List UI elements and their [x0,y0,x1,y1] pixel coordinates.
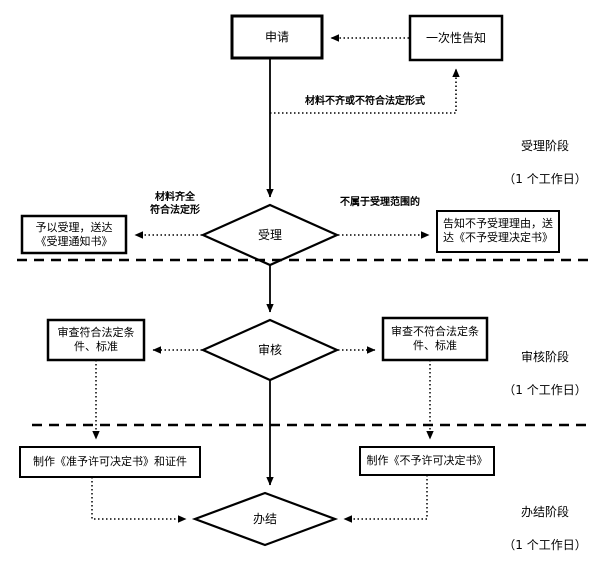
node-one-time-notice[interactable] [408,14,504,62]
stage-accept-duration: （1 个工作日） [503,171,587,186]
stage-accept-name: 受理阶段 [520,139,569,154]
stage-review-duration: （1 个工作日） [503,382,587,397]
edge-label-materials-incomplete: 材料不齐或不符合法定形式 [305,96,425,107]
stage-complete-duration: （1 个工作日） [503,537,587,552]
node-make-refuse[interactable] [359,446,495,476]
node-make-permit[interactable] [19,446,201,478]
node-grant-accept[interactable] [20,214,128,255]
stage-label-review: 审核阶段 （1 个工作日） [487,333,603,414]
stage-label-accept: 受理阶段 （1 个工作日） [487,122,603,203]
node-accept[interactable] [200,203,340,267]
node-review[interactable] [200,318,340,382]
stage-review-name: 审核阶段 [520,350,569,365]
stage-complete-name: 办结阶段 [520,505,569,520]
node-apply[interactable] [230,14,324,60]
node-review-pass[interactable] [46,318,146,362]
node-review-fail[interactable] [381,316,489,362]
edge-make-refuse-to-complete [343,475,428,523]
edge-make-permit-to-complete [91,477,187,523]
stage-label-complete: 办结阶段 （1 个工作日） [487,488,603,564]
edge-label-materials-complete: 材料齐全 符合法定形 [150,192,200,216]
node-complete[interactable] [191,491,339,547]
node-not-accept[interactable] [436,210,560,253]
edge-label-out-of-scope: 不属于受理范围的 [340,197,420,208]
